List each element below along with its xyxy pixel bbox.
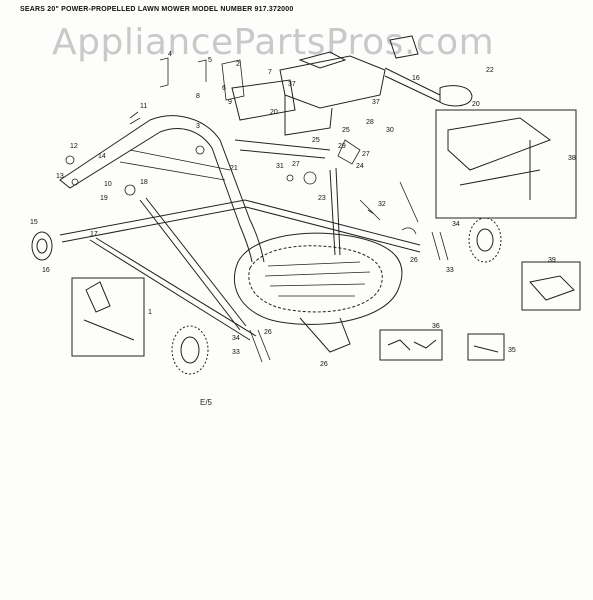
page-marker: E/5 bbox=[200, 398, 213, 407]
small-hardware bbox=[65, 57, 449, 363]
callout-23: 23 bbox=[318, 195, 326, 202]
callout-6: 6 bbox=[222, 85, 226, 92]
callout-39: 39 bbox=[548, 257, 556, 264]
callout-26b: 26 bbox=[320, 361, 328, 368]
callout-11: 11 bbox=[140, 103, 147, 110]
callout-4: 4 bbox=[168, 51, 172, 58]
callout-12: 12 bbox=[70, 143, 78, 150]
callout-3: 3 bbox=[196, 123, 200, 130]
wheels bbox=[31, 217, 502, 375]
callout-27a: 27 bbox=[292, 161, 300, 168]
callout-37a: 37 bbox=[288, 81, 296, 88]
callout-13: 13 bbox=[56, 173, 64, 180]
callout-14: 14 bbox=[98, 153, 106, 160]
callout-16b: 16 bbox=[412, 75, 420, 82]
drive-housing bbox=[231, 35, 473, 136]
callout-32: 32 bbox=[378, 201, 386, 208]
callout-5: 5 bbox=[208, 57, 212, 64]
callout-29: 29 bbox=[338, 143, 346, 150]
callout-19: 19 bbox=[100, 195, 108, 202]
callout-35: 35 bbox=[508, 347, 516, 354]
callout-34b: 34 bbox=[232, 335, 240, 342]
callout-7: 7 bbox=[268, 69, 272, 76]
callout-25b: 25 bbox=[342, 127, 350, 134]
callout-26a: 26 bbox=[264, 329, 272, 336]
callout-31: 31 bbox=[276, 163, 284, 170]
callout-33a: 33 bbox=[446, 267, 454, 274]
callout-37b: 37 bbox=[372, 99, 380, 106]
callout-25a: 25 bbox=[312, 137, 320, 144]
callout-16a: 16 bbox=[42, 267, 50, 274]
diagram-title: SEARS 20" POWER-PROPELLED LAWN MOWER MOD… bbox=[20, 6, 294, 13]
callout-20b: 20 bbox=[472, 101, 480, 108]
callout-28: 28 bbox=[366, 119, 374, 126]
inset-detail-boxes bbox=[71, 109, 581, 361]
callout-33b: 33 bbox=[232, 349, 240, 356]
callout-34a: 34 bbox=[452, 221, 460, 228]
callout-8: 8 bbox=[196, 93, 200, 100]
mower-deck bbox=[233, 232, 403, 353]
callout-21: 21 bbox=[230, 165, 238, 172]
callout-18: 18 bbox=[140, 179, 148, 186]
callout-22: 22 bbox=[486, 67, 494, 74]
callout-10: 10 bbox=[104, 181, 112, 188]
callout-15: 15 bbox=[30, 219, 38, 226]
callout-36: 36 bbox=[432, 323, 440, 330]
callout-30: 30 bbox=[386, 127, 394, 134]
callout-26c: 26 bbox=[410, 257, 418, 264]
callout-38: 38 bbox=[568, 155, 576, 162]
callout-24: 24 bbox=[356, 163, 364, 170]
callout-labels: 1 2 3 4 5 6 7 8 9 10 11 12 13 14 15 16 1… bbox=[30, 51, 576, 368]
watermark: AppliancePartsPros.com bbox=[52, 22, 495, 63]
callout-27b: 27 bbox=[362, 151, 370, 158]
callout-20a: 20 bbox=[270, 109, 278, 116]
callout-17: 17 bbox=[90, 231, 98, 238]
callout-2: 2 bbox=[236, 61, 240, 68]
control-rods bbox=[59, 167, 421, 341]
handle-assembly bbox=[59, 115, 331, 263]
callout-9: 9 bbox=[228, 99, 232, 106]
callout-1: 1 bbox=[148, 309, 152, 316]
